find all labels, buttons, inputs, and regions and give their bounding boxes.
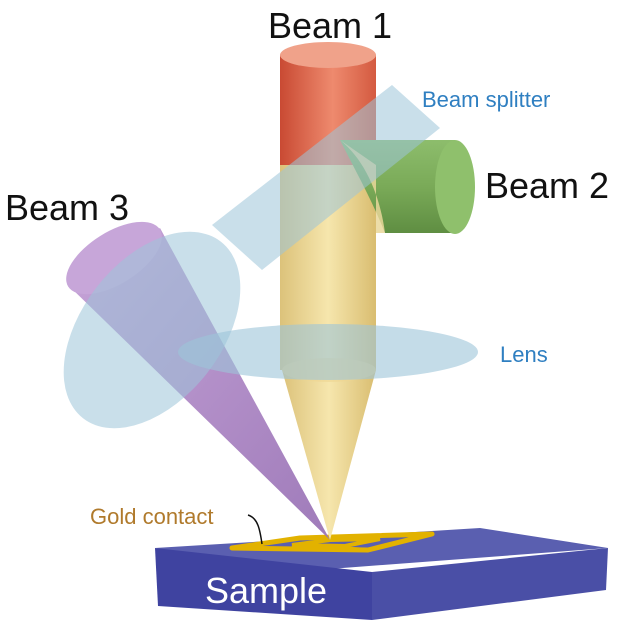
beam-splitter-plate: [212, 85, 440, 270]
beam-splitter-label: Beam splitter: [422, 87, 550, 112]
sample-label: Sample: [205, 570, 327, 611]
beam3-lens: [63, 231, 241, 429]
lens-label: Lens: [500, 342, 548, 367]
beam2-label: Beam 2: [485, 165, 609, 206]
sample-front-face: [155, 548, 372, 620]
beam3-label: Beam 3: [5, 187, 129, 228]
gold-contact-leader: [247, 514, 263, 545]
gold-contact-label: Gold contact: [90, 504, 214, 529]
sample-block: [155, 528, 608, 620]
gold-contact: [229, 531, 435, 553]
main-lens: [178, 324, 478, 380]
beam1-label: Beam 1: [268, 5, 392, 46]
sample-side-face: [372, 548, 608, 620]
